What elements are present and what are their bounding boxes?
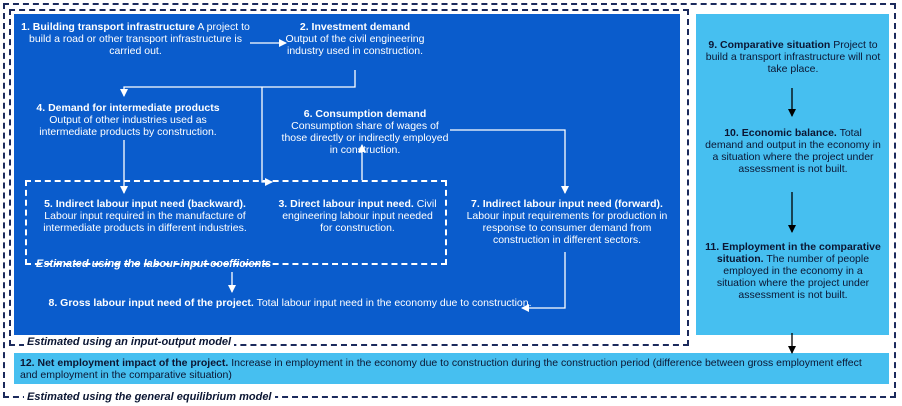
- box-1-title: 1. Building transport infrastructure: [21, 21, 195, 33]
- box-11-text: The number of people employed in the eco…: [716, 253, 870, 301]
- net-impact-bar: [14, 353, 889, 384]
- box-building-infrastructure: 1. Building transport infrastructure A p…: [18, 21, 253, 57]
- box-5-text: Labour input required in the manufacture…: [43, 210, 247, 234]
- box-comparative-employment: 11. Employment in the comparative situat…: [704, 241, 882, 301]
- box-4-title: 4. Demand for intermediate products: [36, 102, 220, 114]
- box-10-title: 10. Economic balance.: [724, 127, 837, 139]
- box-10-text: Total demand and output in the economy i…: [705, 127, 881, 175]
- box-11-title: 11. Employment in the comparative situat…: [705, 241, 881, 265]
- box-8-text: Total labour input need in the economy d…: [256, 297, 532, 309]
- box-2-title: 2. Investment demand: [299, 21, 411, 33]
- box-6-title: 6. Consumption demand: [303, 108, 427, 120]
- box-indirect-backward: 5. Indirect labour input need (backward)…: [30, 198, 260, 234]
- comparative-panel: [696, 14, 889, 335]
- caption-general-equilibrium: Estimated using the general equilibrium …: [24, 391, 275, 403]
- box-5-title: 5. Indirect labour input need (backward)…: [44, 198, 246, 210]
- labour-coefficients-frame: [25, 180, 447, 265]
- box-12-text: Increase in employment in the economy du…: [20, 357, 862, 381]
- box-2-text: Output of the civil engineering industry…: [285, 33, 425, 57]
- box-12-title: 12. Net employment impact of the project…: [20, 357, 229, 369]
- box-gross-labour: 8. Gross labour input need of the projec…: [45, 297, 535, 309]
- input-output-frame: [9, 9, 689, 346]
- box-9-text: Project to build a transport infrastruct…: [705, 39, 881, 75]
- general-equilibrium-frame: [3, 3, 896, 398]
- box-4-text: Output of other industries used as inter…: [39, 114, 217, 138]
- box-3-title: 3. Direct labour input need.: [278, 198, 414, 210]
- box-intermediate-demand: 4. Demand for intermediate products Outp…: [28, 102, 228, 138]
- box-8-title: 8. Gross labour input need of the projec…: [48, 297, 254, 309]
- box-7-title: 7. Indirect labour input need (forward).: [471, 198, 663, 210]
- box-6-text: Consumption share of wages of those dire…: [281, 120, 449, 156]
- box-economic-balance: 10. Economic balance. Total demand and o…: [704, 127, 882, 175]
- caption-labour-coefficients: Estimated using the labour input coeffic…: [36, 258, 272, 270]
- box-consumption-demand: 6. Consumption demand Consumption share …: [280, 108, 450, 156]
- box-direct-labour: 3. Direct labour input need. Civil engin…: [275, 198, 440, 234]
- arrow-7-to-8: [521, 252, 566, 312]
- caption-input-output: Estimated using an input-output model: [24, 336, 235, 348]
- arrow-6-to-7: [450, 129, 569, 194]
- arrow-2-to-4: [120, 70, 356, 97]
- box-comparative-situation: 9. Comparative situation Project to buil…: [704, 39, 882, 75]
- box-9-title: 9. Comparative situation: [708, 39, 831, 51]
- box-investment-demand: 2. Investment demand Output of the civil…: [285, 21, 425, 57]
- box-1-text: A project to build a road or other trans…: [28, 21, 250, 57]
- box-net-employment: 12. Net employment impact of the project…: [20, 357, 882, 381]
- arrow-2-to-3: [261, 87, 273, 186]
- box-7-text: Labour input requirements for production…: [466, 210, 668, 246]
- input-output-panel: [14, 14, 680, 335]
- box-3-text: Civil engineering labour input needed fo…: [282, 198, 437, 234]
- box-indirect-forward: 7. Indirect labour input need (forward).…: [457, 198, 677, 246]
